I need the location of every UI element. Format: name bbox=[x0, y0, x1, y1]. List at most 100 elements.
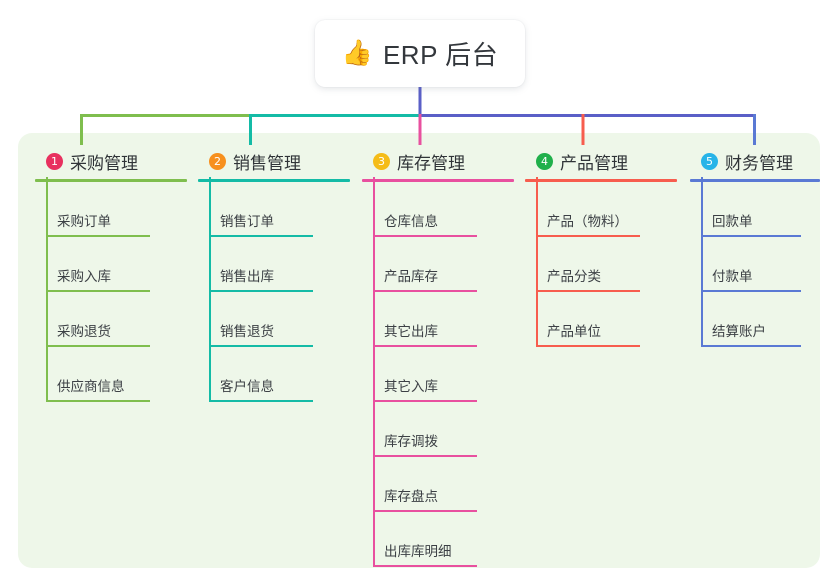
branch-header-4[interactable]: 4 产品管理 bbox=[525, 148, 677, 174]
leaf-item[interactable]: 供应商信息 bbox=[35, 347, 187, 402]
leaf-label: 销售出库 bbox=[220, 269, 274, 284]
page-title: ERP 后台 bbox=[382, 40, 499, 70]
leaf-spine bbox=[373, 402, 375, 457]
leaf-spine bbox=[209, 292, 211, 347]
leaf-item[interactable]: 客户信息 bbox=[198, 347, 350, 402]
leaf-label: 客户信息 bbox=[220, 379, 274, 394]
leaf-spine bbox=[46, 177, 48, 237]
leaf-underline bbox=[536, 235, 640, 237]
leaf-underline bbox=[373, 345, 477, 347]
leaf-spine bbox=[46, 237, 48, 292]
leaf-underline bbox=[373, 510, 477, 512]
leaf-underline bbox=[373, 235, 477, 237]
leaf-spine bbox=[536, 237, 538, 292]
branch-underline-4 bbox=[525, 179, 677, 182]
leaf-item[interactable]: 采购退货 bbox=[35, 292, 187, 347]
leaf-item[interactable]: 销售退货 bbox=[198, 292, 350, 347]
branch-underline-5 bbox=[690, 179, 820, 182]
leaf-label: 产品（物料） bbox=[547, 214, 628, 229]
leaf-underline bbox=[46, 290, 150, 292]
leaf-spine bbox=[536, 177, 538, 237]
leaf-underline bbox=[701, 345, 801, 347]
leaf-underline bbox=[46, 345, 150, 347]
leaf-spine bbox=[373, 347, 375, 402]
leaf-label: 结算账户 bbox=[712, 324, 766, 339]
leaf-spine bbox=[373, 237, 375, 292]
leaf-item[interactable]: 其它出库 bbox=[362, 292, 514, 347]
branch-underline-2 bbox=[198, 179, 350, 182]
leaf-spine bbox=[373, 292, 375, 347]
leaf-label: 产品库存 bbox=[384, 269, 438, 284]
branch-column-2: 2 销售管理 销售订单 销售出库 销售退货 客户信息 bbox=[198, 148, 350, 402]
leaf-item[interactable]: 回款单 bbox=[690, 177, 820, 237]
branch-column-4: 4 产品管理 产品（物料） 产品分类 产品单位 bbox=[525, 148, 677, 347]
leaf-label: 产品单位 bbox=[547, 324, 601, 339]
root-node-card[interactable]: 👍 ERP 后台 bbox=[315, 20, 525, 87]
leaf-item[interactable]: 付款单 bbox=[690, 237, 820, 292]
leaf-item[interactable]: 仓库信息 bbox=[362, 177, 514, 237]
leaf-label: 产品分类 bbox=[547, 269, 601, 284]
branch-column-3: 3 库存管理 仓库信息 产品库存 其它出库 其它入库 库存调拨 库存盘点 出库库… bbox=[362, 148, 514, 567]
leaf-label: 供应商信息 bbox=[57, 379, 125, 394]
leaf-item[interactable]: 采购入库 bbox=[35, 237, 187, 292]
leaf-spine bbox=[209, 177, 211, 237]
leaf-spine bbox=[209, 347, 211, 402]
leaf-spine bbox=[209, 237, 211, 292]
leaf-underline bbox=[209, 400, 313, 402]
leaf-item[interactable]: 销售出库 bbox=[198, 237, 350, 292]
leaf-spine bbox=[373, 177, 375, 237]
branch-underline-3 bbox=[362, 179, 514, 182]
leaf-underline bbox=[46, 400, 150, 402]
leaf-underline bbox=[46, 235, 150, 237]
leaf-label: 销售退货 bbox=[220, 324, 274, 339]
leaf-spine bbox=[373, 512, 375, 567]
branch-column-5: 5 财务管理 回款单 付款单 结算账户 bbox=[690, 148, 820, 347]
branch-title-1: 采购管理 bbox=[70, 153, 138, 173]
branch-underline-1 bbox=[35, 179, 187, 182]
leaf-label: 付款单 bbox=[712, 269, 753, 284]
leaf-underline bbox=[536, 345, 640, 347]
leaf-item[interactable]: 销售订单 bbox=[198, 177, 350, 237]
leaf-item[interactable]: 出库库明细 bbox=[362, 512, 514, 567]
branch-header-5[interactable]: 5 财务管理 bbox=[690, 148, 820, 174]
leaf-label: 回款单 bbox=[712, 214, 753, 229]
diagram-background-panel bbox=[18, 133, 820, 568]
leaf-item[interactable]: 产品分类 bbox=[525, 237, 677, 292]
leaf-underline bbox=[373, 400, 477, 402]
leaf-label: 库存调拨 bbox=[384, 434, 438, 449]
branch-number-badge-1: 1 bbox=[46, 152, 63, 170]
leaf-underline bbox=[209, 235, 313, 237]
branch-header-2[interactable]: 2 销售管理 bbox=[198, 148, 350, 174]
leaf-label: 销售订单 bbox=[220, 214, 274, 229]
branch-header-3[interactable]: 3 库存管理 bbox=[362, 148, 514, 174]
leaf-spine bbox=[373, 457, 375, 512]
leaf-underline bbox=[373, 290, 477, 292]
leaf-label: 采购入库 bbox=[57, 269, 111, 284]
leaf-label: 仓库信息 bbox=[384, 214, 438, 229]
leaf-item[interactable]: 库存调拨 bbox=[362, 402, 514, 457]
branch-number-badge-3: 3 bbox=[373, 152, 390, 170]
branch-title-3: 库存管理 bbox=[397, 153, 465, 173]
leaf-spine bbox=[701, 177, 703, 237]
branch-title-2: 销售管理 bbox=[233, 153, 301, 173]
leaf-item[interactable]: 产品（物料） bbox=[525, 177, 677, 237]
leaf-item[interactable]: 产品库存 bbox=[362, 237, 514, 292]
leaf-label: 采购退货 bbox=[57, 324, 111, 339]
leaf-item[interactable]: 其它入库 bbox=[362, 347, 514, 402]
leaf-spine bbox=[701, 292, 703, 347]
branch-title-4: 产品管理 bbox=[560, 153, 628, 173]
leaf-item[interactable]: 产品单位 bbox=[525, 292, 677, 347]
branch-number-badge-4: 4 bbox=[536, 152, 553, 170]
leaf-item[interactable]: 结算账户 bbox=[690, 292, 820, 347]
branch-number-badge-2: 2 bbox=[209, 152, 226, 170]
leaf-item[interactable]: 采购订单 bbox=[35, 177, 187, 237]
leaf-underline bbox=[373, 565, 477, 567]
thumbs-up-icon: 👍 bbox=[341, 39, 373, 67]
leaf-spine bbox=[46, 347, 48, 402]
leaf-item[interactable]: 库存盘点 bbox=[362, 457, 514, 512]
branch-number-badge-5: 5 bbox=[701, 152, 718, 170]
leaf-underline bbox=[209, 290, 313, 292]
branch-header-1[interactable]: 1 采购管理 bbox=[35, 148, 187, 174]
branch-column-1: 1 采购管理 采购订单 采购入库 采购退货 供应商信息 bbox=[35, 148, 187, 402]
leaf-underline bbox=[209, 345, 313, 347]
